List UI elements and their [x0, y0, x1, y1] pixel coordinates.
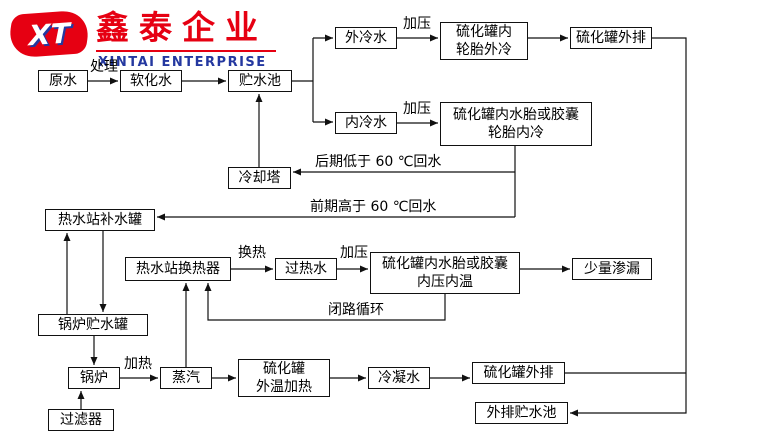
- node-tank-external-heating-line1: 硫化罐: [263, 361, 305, 377]
- edge-label-pressurize-superheated: 加压: [340, 245, 368, 261]
- node-condensate-water: 冷凝水: [368, 367, 430, 389]
- node-tank-external-discharge-bottom: 硫化罐外排: [472, 362, 565, 384]
- node-softened-water: 软化水: [120, 70, 182, 92]
- node-hws-heat-exchanger: 热水站换热器: [125, 257, 231, 281]
- node-softened-water-label: 软化水: [130, 73, 172, 89]
- node-hws-makeup-tank-label: 热水站补水罐: [58, 212, 142, 228]
- edge-label-early-return: 前期高于 60 ℃回水: [310, 199, 437, 215]
- node-slight-leakage-label: 少量渗漏: [584, 261, 640, 277]
- node-storage-pool: 贮水池: [228, 70, 292, 92]
- node-tank-bladder-internal-cooling-line2: 轮胎内冷: [488, 125, 544, 141]
- node-hws-heat-exchanger-label: 热水站换热器: [136, 261, 220, 277]
- node-steam: 蒸汽: [160, 367, 212, 389]
- node-external-cooling-water-label: 外冷水: [345, 30, 387, 46]
- node-internal-cooling-water-label: 内冷水: [345, 115, 387, 131]
- node-tank-external-discharge-top: 硫化罐外排: [570, 27, 652, 49]
- company-name-cn: 鑫泰企业: [96, 8, 268, 47]
- xt-logo-text: XT: [28, 16, 70, 52]
- node-tank-tire-external-cooling-line2: 轮胎外冷: [456, 42, 512, 58]
- node-tank-tire-external-cooling: 硫化罐内 轮胎外冷: [440, 22, 528, 60]
- node-superheated-water: 过热水: [275, 258, 337, 280]
- node-slight-leakage: 少量渗漏: [572, 258, 652, 280]
- node-tank-external-heating: 硫化罐 外温加热: [238, 359, 330, 397]
- node-tank-external-heating-line2: 外温加热: [256, 379, 312, 395]
- logo-underline: [96, 50, 276, 52]
- node-filter-label: 过滤器: [60, 412, 102, 428]
- node-tank-external-discharge-bottom-label: 硫化罐外排: [483, 365, 554, 381]
- node-filter: 过滤器: [48, 409, 114, 431]
- edge-pool-split: [292, 38, 314, 122]
- edge-label-heating: 加热: [124, 356, 152, 372]
- edge-label-closed-loop: 闭路循环: [328, 302, 384, 318]
- node-discharge-storage-pool: 外排贮水池: [475, 402, 568, 424]
- edge-label-treatment: 处理: [90, 59, 118, 75]
- node-discharge-storage-pool-label: 外排贮水池: [486, 405, 557, 421]
- node-tank-external-discharge-top-label: 硫化罐外排: [576, 30, 646, 46]
- node-hws-makeup-tank: 热水站补水罐: [45, 209, 155, 231]
- xt-logo-icon: XT: [6, 9, 92, 59]
- edge-closed-loop: [204, 283, 446, 321]
- node-tank-tire-external-cooling-line1: 硫化罐内: [456, 24, 512, 40]
- edge-topdischarge-to-dischargepool: [570, 37, 687, 417]
- node-raw-water-label: 原水: [49, 73, 77, 89]
- node-tank-bladder-pressure-temperature-line1: 硫化罐内水胎或胶囊: [382, 256, 508, 272]
- logo: XT 鑫泰企业 XINTAI ENTERPRISE: [6, 4, 278, 70]
- node-boiler-label: 锅炉: [80, 370, 108, 386]
- node-cooling-tower-label: 冷却塔: [238, 170, 281, 186]
- node-tank-bladder-pressure-temperature: 硫化罐内水胎或胶囊 内压内温: [370, 252, 520, 294]
- node-boiler: 锅炉: [68, 367, 120, 389]
- node-steam-label: 蒸汽: [172, 370, 200, 386]
- node-superheated-water-label: 过热水: [285, 261, 327, 277]
- edge-label-pressurize-internal: 加压: [403, 101, 431, 117]
- node-boiler-storage-tank: 锅炉贮水罐: [38, 314, 148, 336]
- node-condensate-water-label: 冷凝水: [378, 370, 420, 386]
- node-boiler-storage-tank-label: 锅炉贮水罐: [58, 317, 128, 333]
- node-tank-bladder-internal-cooling: 硫化罐内水胎或胶囊 轮胎内冷: [440, 102, 592, 146]
- node-external-cooling-water: 外冷水: [335, 27, 397, 49]
- edge-label-heat-exchange: 换热: [238, 245, 266, 261]
- node-tank-bladder-internal-cooling-line1: 硫化罐内水胎或胶囊: [453, 107, 579, 123]
- edge-label-pressurize-external: 加压: [403, 16, 431, 32]
- company-name-en: XINTAI ENTERPRISE: [98, 55, 267, 70]
- node-cooling-tower: 冷却塔: [228, 167, 291, 189]
- node-tank-bladder-pressure-temperature-line2: 内压内温: [417, 274, 473, 290]
- edge-label-late-return: 后期低于 60 ℃回水: [315, 154, 442, 170]
- node-raw-water: 原水: [38, 70, 88, 92]
- node-storage-pool-label: 贮水池: [239, 73, 281, 89]
- node-internal-cooling-water: 内冷水: [335, 112, 397, 134]
